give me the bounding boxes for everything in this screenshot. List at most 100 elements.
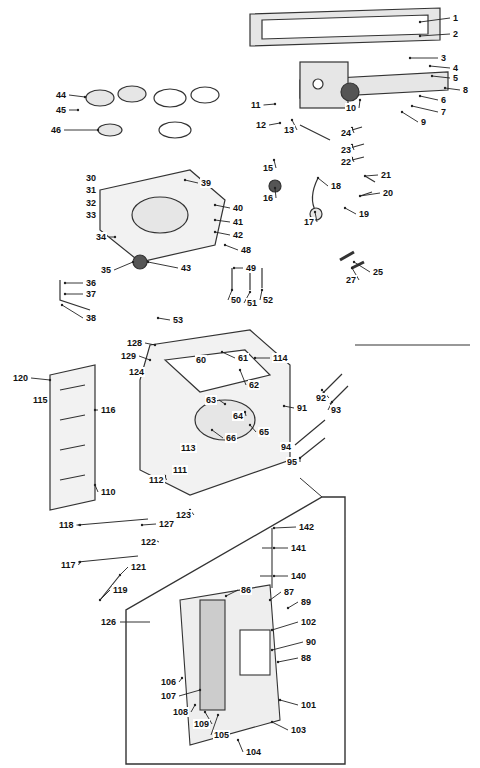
leader-tip <box>224 403 226 405</box>
inset-frame <box>126 497 345 764</box>
leader-line <box>365 175 378 176</box>
callout-number: 27 <box>345 275 357 285</box>
leader-line <box>359 100 361 108</box>
housing-top <box>165 350 270 392</box>
leader-tip <box>317 177 319 179</box>
callout-number: 127 <box>158 519 175 529</box>
leader-line <box>280 700 298 705</box>
leader-tip <box>244 411 246 413</box>
callout-number: 107 <box>160 691 177 701</box>
leader-tip <box>224 244 226 246</box>
callout-number: 1 <box>452 13 459 23</box>
callout-number: 9 <box>420 117 427 127</box>
leader-tip <box>154 344 156 346</box>
plate-ribs <box>60 385 85 480</box>
leader-line <box>215 220 230 222</box>
callout-number: 86 <box>240 585 252 595</box>
leader-tip <box>233 267 235 269</box>
leader-tip <box>411 105 413 107</box>
callout-number: 114 <box>272 353 289 363</box>
callout-number: 95 <box>286 457 298 467</box>
upper-assembly <box>100 170 225 262</box>
leader-line <box>402 112 418 122</box>
leader-tip <box>94 409 96 411</box>
callout-number: 25 <box>372 267 384 277</box>
leader-line <box>69 95 85 97</box>
callout-number: 49 <box>245 263 257 273</box>
callout-number: 65 <box>258 427 270 437</box>
ring <box>159 122 191 138</box>
leader-tip <box>149 359 151 361</box>
leader-line <box>65 294 83 295</box>
leader-tip <box>271 629 273 631</box>
callout-number: 48 <box>240 245 252 255</box>
leader-line <box>264 104 275 105</box>
leader-line <box>274 548 288 549</box>
leader-tip <box>84 96 86 98</box>
callout-number: 22 <box>340 157 352 167</box>
leader-line <box>212 430 223 438</box>
callout-number: 66 <box>225 433 237 443</box>
callout-number: 62 <box>248 380 260 390</box>
callout-number: 30 <box>85 173 97 183</box>
callout-number: 6 <box>440 95 447 105</box>
callout-number: 103 <box>290 725 307 735</box>
leader-tip <box>271 649 273 651</box>
cord <box>260 528 272 588</box>
leader-tip <box>279 122 281 124</box>
leader-tip <box>351 267 353 269</box>
leader-line <box>274 576 288 577</box>
callout-number: 89 <box>300 597 312 607</box>
callout-number: 109 <box>193 719 210 729</box>
housing <box>140 330 290 495</box>
callout-number: 94 <box>280 442 292 452</box>
leader-tip <box>141 524 143 526</box>
leader-tip <box>79 561 81 563</box>
leader-line <box>100 590 110 600</box>
leader-tip <box>225 595 227 597</box>
callout-number: 4 <box>452 63 459 73</box>
leader-line <box>62 305 83 318</box>
leader-line <box>270 592 281 600</box>
leader-line <box>432 76 450 78</box>
callout-number: 108 <box>172 707 189 717</box>
leader-line <box>69 110 78 111</box>
leader-tip <box>214 231 216 233</box>
callout-number: 5 <box>452 73 459 83</box>
callout-number: 104 <box>245 747 262 757</box>
leader-tip <box>221 351 223 353</box>
leader-line <box>225 245 238 250</box>
leader-tip <box>231 289 233 291</box>
pulley <box>132 197 188 233</box>
inset-drawing <box>180 528 280 745</box>
leader-tip <box>204 711 206 713</box>
rods <box>78 519 150 622</box>
leader-line <box>215 232 230 235</box>
callout-number: 140 <box>290 571 307 581</box>
leader-tip <box>184 179 186 181</box>
callout-number: 53 <box>172 315 184 325</box>
leader-tip <box>444 87 446 89</box>
callout-number: 44 <box>55 90 67 100</box>
callout-number: 113 <box>180 443 197 453</box>
leader-line <box>148 262 178 268</box>
leader-line <box>114 262 133 270</box>
leader-line <box>420 96 438 100</box>
leader-tip <box>359 99 361 101</box>
leader-line <box>158 318 170 320</box>
callout-number: 142 <box>298 522 315 532</box>
callout-number: 88 <box>300 653 312 663</box>
leader-line <box>255 358 270 359</box>
callout-number: 38 <box>85 313 97 323</box>
callout-number: 105 <box>213 730 230 740</box>
callout-number: 102 <box>300 617 317 627</box>
hole <box>313 79 323 89</box>
leader-line <box>274 160 276 168</box>
callout-number: 39 <box>200 178 212 188</box>
leader-tip <box>94 484 96 486</box>
callout-number: 16 <box>262 193 274 203</box>
leader-tip <box>291 119 293 121</box>
leader-line <box>145 343 155 345</box>
leader-line <box>234 268 243 269</box>
